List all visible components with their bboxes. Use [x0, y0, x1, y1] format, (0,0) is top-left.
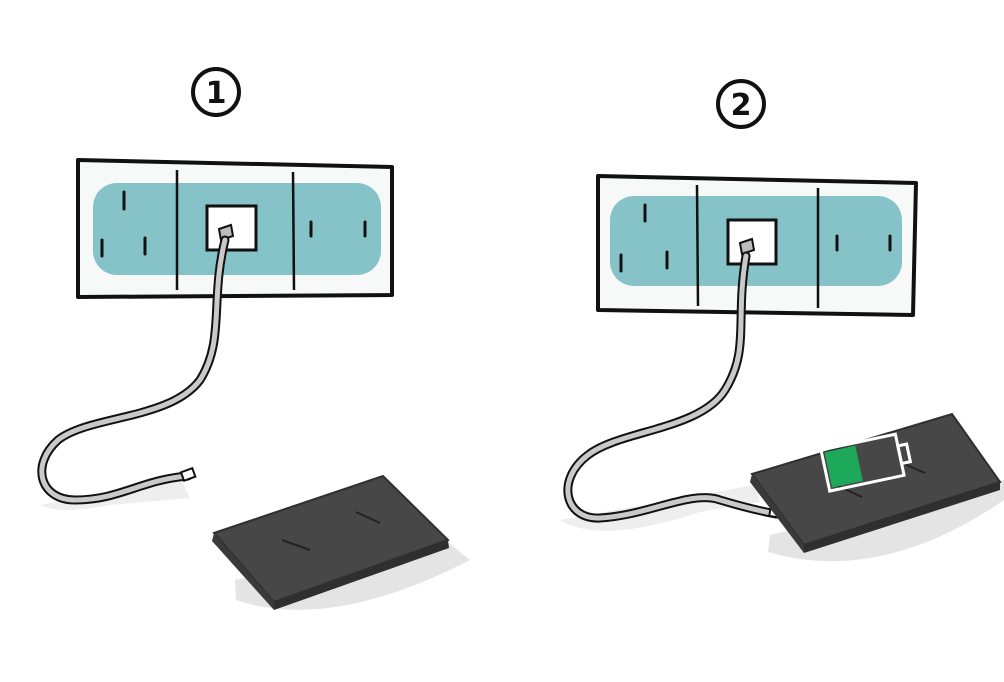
- usb-port-icon: [205, 204, 258, 252]
- panel-2: 2: [560, 79, 1004, 562]
- phone-icon: [212, 474, 470, 610]
- battery-charging-icon: [819, 432, 913, 493]
- step-badge-1: 1: [191, 67, 241, 117]
- step-badge-2: 2: [716, 79, 766, 129]
- step-number-1: 1: [206, 76, 227, 111]
- battery-level-fill: [824, 445, 863, 488]
- panel-1: 1: [37, 67, 470, 610]
- charging-cable-2: [560, 251, 784, 531]
- step-number-2: 2: [731, 88, 752, 123]
- phone-icon: [750, 412, 1004, 562]
- charging-cable-1: [37, 235, 230, 510]
- usb-port-icon: [726, 218, 778, 266]
